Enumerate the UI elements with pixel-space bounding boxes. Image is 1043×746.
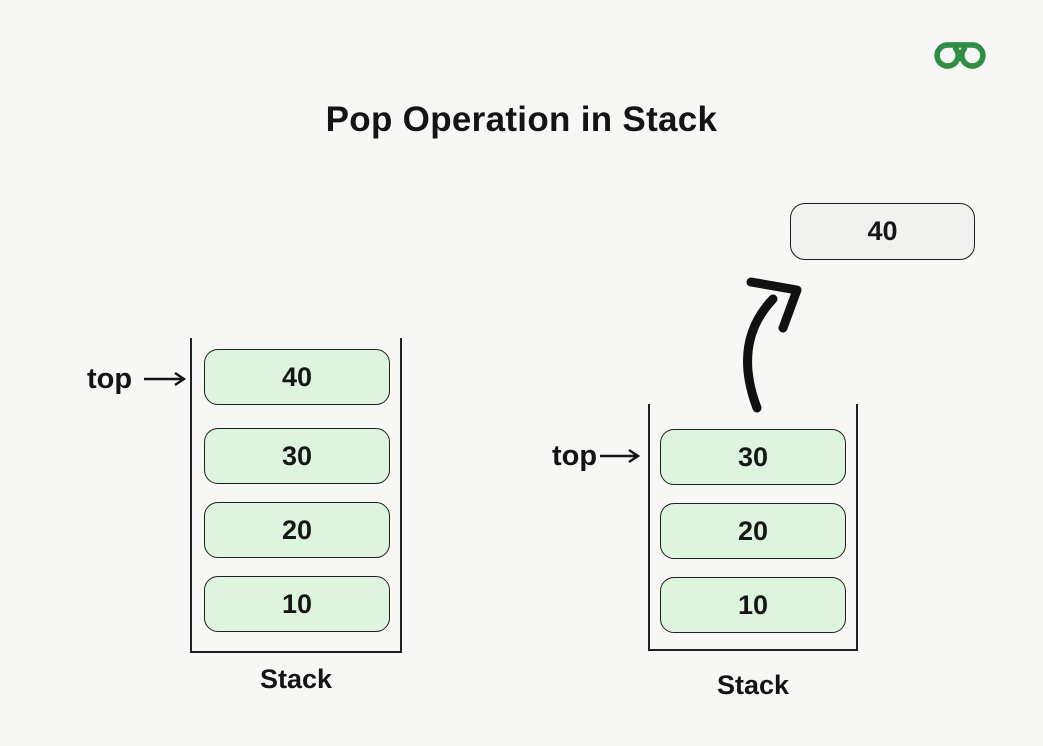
stack-item: 30 xyxy=(660,429,846,485)
right-stack-container: 30 20 10 xyxy=(648,404,858,651)
left-stack-caption: Stack xyxy=(259,664,333,694)
stack-item: 20 xyxy=(204,502,390,558)
left-stack-container: 40 30 20 10 xyxy=(190,338,402,653)
geeksforgeeks-logo-icon xyxy=(934,42,986,69)
stack-item: 10 xyxy=(204,576,390,632)
right-top-label: top xyxy=(552,439,598,472)
right-arrow-icon xyxy=(144,372,187,386)
popped-element-box: 40 xyxy=(790,203,975,260)
left-top-pointer: top xyxy=(87,360,187,398)
stack-item: 40 xyxy=(204,349,390,405)
right-stack-caption: Stack xyxy=(716,670,790,700)
stack-item: 30 xyxy=(204,428,390,484)
left-top-label: top xyxy=(87,362,133,395)
stack-item: 20 xyxy=(660,503,846,559)
stack-item: 10 xyxy=(660,577,846,633)
right-arrow-icon xyxy=(600,449,641,463)
diagram-title: Pop Operation in Stack xyxy=(325,100,718,139)
right-top-pointer: top xyxy=(552,437,641,475)
